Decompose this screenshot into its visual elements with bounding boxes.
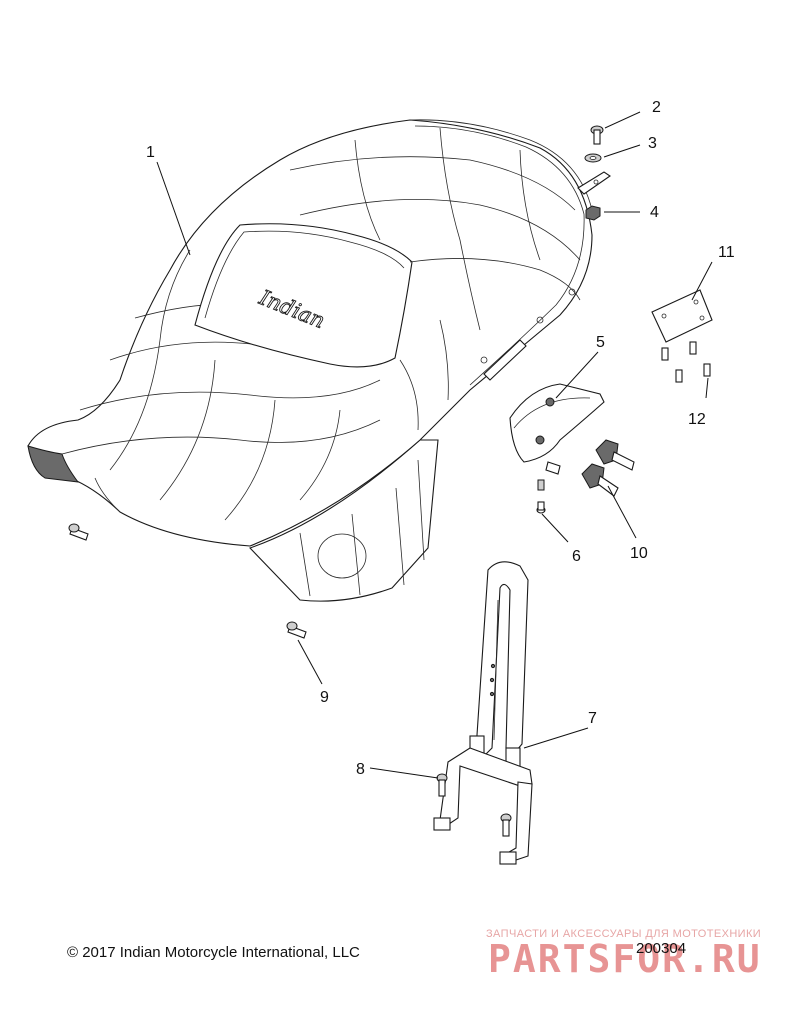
watermark-tagline: ЗАПЧАСТИ И АКСЕССУАРЫ ДЛЯ МОТОТЕХНИКИ bbox=[486, 928, 762, 940]
callout-4: 4 bbox=[650, 204, 659, 221]
callout-11: 11 bbox=[718, 244, 735, 261]
callout-7: 7 bbox=[588, 710, 597, 727]
screw-item-2 bbox=[590, 125, 604, 145]
bolt-item-9 bbox=[286, 621, 307, 639]
bolts-item-8 bbox=[436, 773, 512, 837]
drawing-number: 200304 bbox=[636, 940, 687, 957]
washer-item-3 bbox=[584, 153, 602, 163]
screw-item-6 bbox=[536, 479, 546, 514]
callout-3: 3 bbox=[648, 135, 657, 152]
leader-lines bbox=[156, 111, 713, 779]
bracket-item-5 bbox=[509, 383, 605, 475]
sissy-bar-item-7 bbox=[433, 561, 533, 865]
plate-item-11 bbox=[651, 289, 713, 343]
knob-item-10-upper bbox=[595, 439, 635, 471]
callout-1: 1 bbox=[146, 144, 155, 161]
knob-item-10-lower bbox=[581, 463, 619, 497]
callout-9: 9 bbox=[320, 689, 329, 706]
watermark-logo: PARTSFOR.RU bbox=[488, 937, 762, 981]
callout-10: 10 bbox=[630, 545, 648, 562]
nut-item-4 bbox=[585, 205, 601, 221]
callout-5: 5 bbox=[596, 334, 605, 351]
callout-2: 2 bbox=[652, 99, 661, 116]
callout-8: 8 bbox=[356, 761, 365, 778]
screws-item-12 bbox=[661, 341, 711, 383]
callout-labels: 1 2 3 4 5 6 7 8 9 10 11 12 bbox=[146, 99, 735, 778]
callout-12: 12 bbox=[688, 411, 706, 428]
rear-bracket bbox=[577, 171, 611, 195]
seat: Indian bbox=[27, 119, 593, 602]
copyright-notice: © 2017 Indian Motorcycle International, … bbox=[67, 944, 360, 961]
callout-6: 6 bbox=[572, 548, 581, 565]
bolt-seat-left bbox=[68, 523, 89, 541]
